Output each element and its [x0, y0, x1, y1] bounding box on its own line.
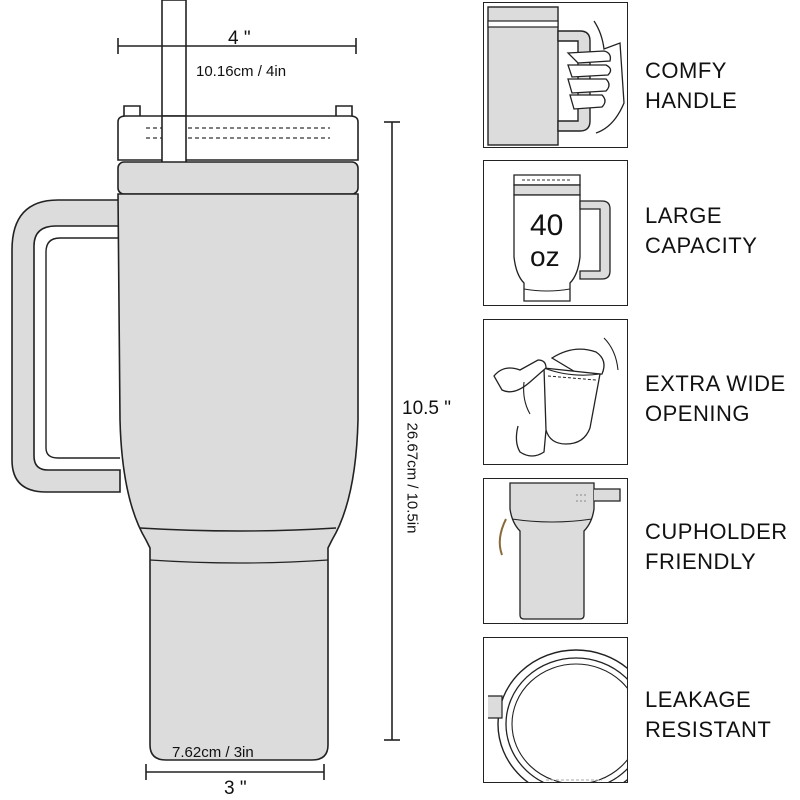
- tumbler-illustration: [11, 0, 400, 780]
- capacity-number: 40: [530, 209, 564, 242]
- feature-panel-extra-wide-opening: [483, 319, 628, 465]
- feature-label-comfy-handle: COMFY HANDLE: [645, 58, 738, 113]
- collar: [117, 161, 359, 195]
- handle: [11, 199, 121, 493]
- height-dimension-metric: 26.67cm / 10.5in: [403, 422, 421, 534]
- feature-panel-comfy-handle: [483, 2, 628, 148]
- tumbler-body: [117, 193, 359, 761]
- tumbler-40oz-icon: [513, 174, 611, 302]
- capacity-unit: oz: [530, 241, 560, 272]
- cupholder-base-icon: [498, 482, 621, 620]
- feature-label-extra-wide-opening: EXTRA WIDE OPENING: [645, 371, 786, 426]
- lid-tab-right: [335, 105, 353, 118]
- lid-tab-left: [123, 105, 141, 118]
- ice-into-cup-icon: [493, 337, 619, 457]
- bottom-dimension-metric: 7.62cm / 3in: [172, 744, 254, 761]
- feature-label-cupholder-friendly: CUPHOLDER FRIENDLY: [645, 519, 788, 574]
- hand-holding-handle-icon: [487, 6, 625, 146]
- feature-panel-large-capacity: 40 oz: [483, 160, 628, 306]
- lid-seal-ring-icon: [488, 649, 627, 782]
- bottom-dimension-inches: 3 ": [224, 778, 247, 799]
- feature-label-leakage-resistant: LEAKAGE RESISTANT: [645, 687, 772, 742]
- feature-label-large-capacity: LARGE CAPACITY: [645, 203, 758, 258]
- feature-panel-leakage-resistant: [483, 637, 628, 783]
- top-dimension-metric: 10.16cm / 4in: [196, 63, 287, 80]
- feature-panel-cupholder-friendly: [483, 478, 628, 624]
- top-dimension-inches: 4 ": [228, 28, 251, 49]
- height-dimension-inches: 10.5 ": [402, 398, 452, 419]
